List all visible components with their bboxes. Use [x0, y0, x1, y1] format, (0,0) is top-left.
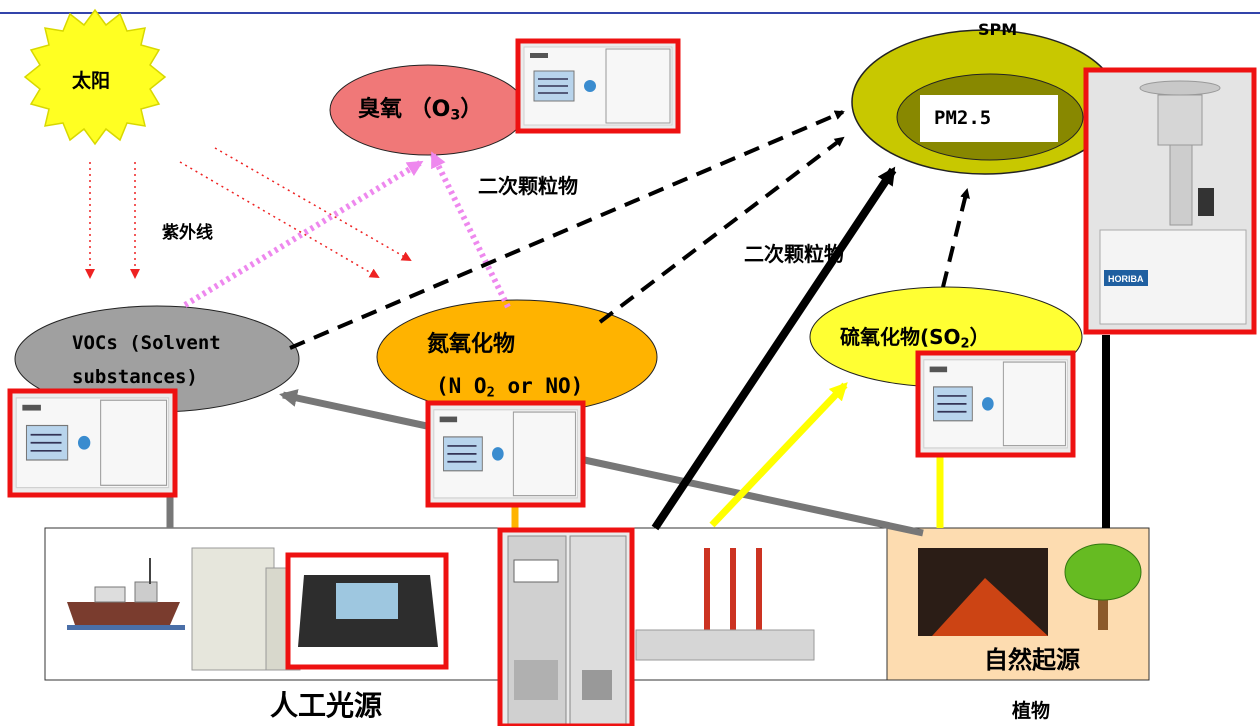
black-dashed-arrows [289, 110, 970, 350]
portable-analyzer [285, 552, 449, 670]
pink-arrows [183, 151, 511, 309]
spm-label: SPM [978, 20, 1018, 39]
sun-burst [23, 8, 167, 146]
nox-text-a: (N O [436, 374, 487, 398]
sox-analyzer [915, 350, 1076, 458]
uv-label: 紫外线 [162, 223, 213, 243]
ozone-close: ） [460, 97, 483, 122]
pm-sampler: HORIBA [1083, 67, 1257, 335]
secondary-particles-top: 二次颗粒物 [478, 174, 578, 198]
ozone-label: 臭氧 （O3） [358, 91, 482, 124]
ozone-text: 臭氧 （O [358, 97, 451, 122]
volcano-illustration [918, 548, 1048, 636]
vocs-analyzer [7, 388, 178, 498]
ozone-subscript: 3 [450, 107, 461, 124]
black-solid-arrow [651, 166, 897, 531]
vocs-label-line2: substances) [72, 366, 198, 388]
artificial-sources-label: 人工光源 [270, 689, 383, 722]
plant-label: 植物 [1012, 700, 1051, 722]
nox-text-b: or NO) [494, 374, 584, 398]
factory-illustration [635, 548, 815, 661]
ozone-analyzer [515, 38, 681, 134]
pm25-box [920, 95, 1058, 142]
nox-label-line1: 氮氧化物 [427, 332, 516, 357]
emission-monitor-cabinet [497, 527, 635, 726]
sun-label: 太阳 [72, 70, 111, 92]
sox-text: 硫氧化物(SO [840, 325, 961, 349]
nox-subscript: 2 [486, 384, 495, 401]
sox-label: 硫氧化物(SO2） [840, 321, 990, 351]
nox-analyzer [425, 400, 586, 508]
ship-illustration [67, 558, 185, 630]
sox-close: ） [969, 325, 990, 349]
nox-label-line2: (N O2 or NO) [436, 374, 583, 400]
natural-sources-label: 自然起源 [984, 646, 1080, 674]
sox-subscript: 2 [960, 336, 970, 352]
sampler-brand: HORIBA [1108, 274, 1144, 284]
tree-illustration [1064, 543, 1142, 630]
secondary-particles-mid: 二次颗粒物 [744, 242, 844, 266]
pm25-label: PM2.5 [934, 107, 992, 129]
top-rule [0, 12, 1260, 14]
yellow-arrow [709, 382, 848, 528]
uv-arrows [85, 147, 412, 279]
vocs-label-line1: VOCs (Solvent [72, 332, 221, 354]
